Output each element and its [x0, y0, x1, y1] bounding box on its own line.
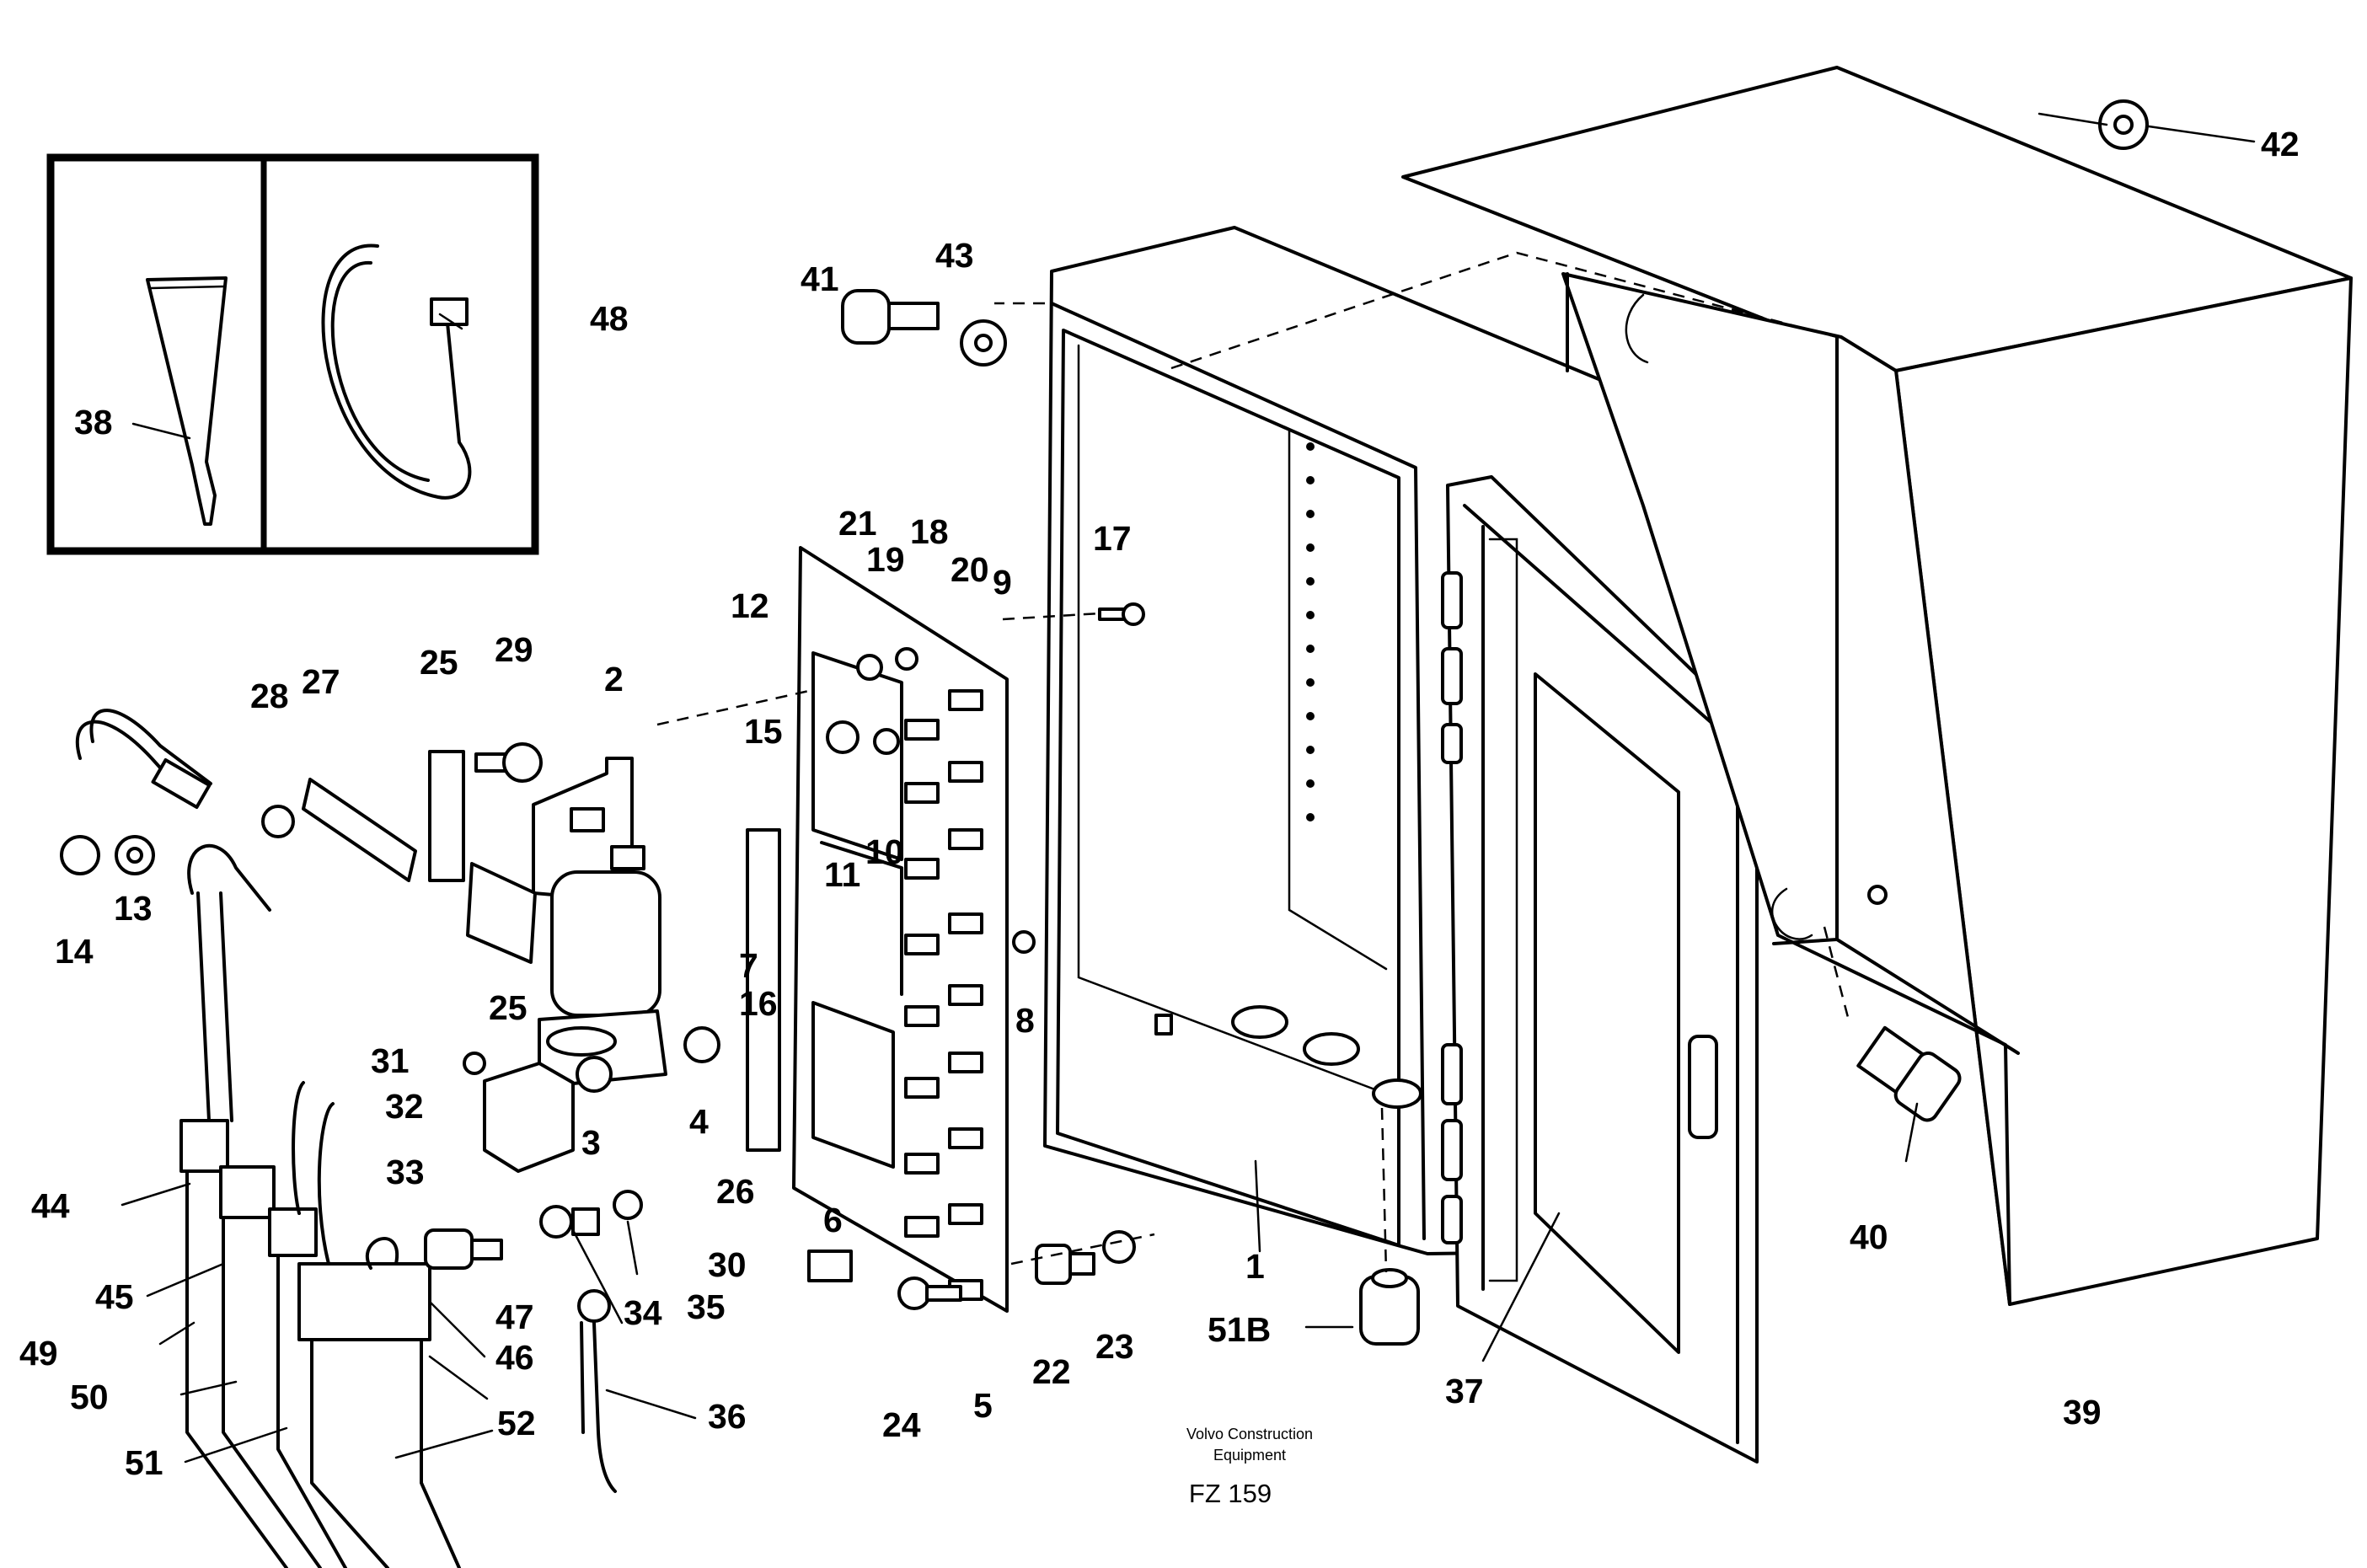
callout-29: 29	[495, 630, 533, 669]
callout-40: 40	[1850, 1217, 1888, 1256]
callout-23: 23	[1095, 1327, 1134, 1366]
callout-20: 20	[951, 550, 989, 589]
callout-42: 42	[2261, 125, 2300, 163]
callout-35: 35	[687, 1287, 726, 1326]
strap-25a	[428, 750, 465, 882]
callout-22: 22	[1032, 1352, 1071, 1391]
callout-6: 6	[823, 1201, 843, 1239]
cabinet-door	[1441, 475, 1759, 1464]
callout-24: 24	[882, 1405, 921, 1444]
callout-36: 36	[708, 1397, 747, 1436]
callout-26: 26	[716, 1172, 755, 1211]
callout-21: 21	[838, 504, 877, 543]
callout-10: 10	[865, 832, 904, 871]
callout-33: 33	[386, 1153, 425, 1191]
callout-37: 37	[1445, 1372, 1484, 1410]
callout-15: 15	[744, 712, 783, 751]
cabinet-cover	[1401, 66, 2353, 1306]
callout-labels: 1 2 3 4 5 6 7 8 9 10 11 12 13 14 15 16 1…	[19, 125, 2300, 1482]
callout-49: 49	[19, 1334, 58, 1373]
callout-43: 43	[935, 236, 974, 275]
terminal-studs	[904, 689, 983, 1301]
callout-18: 18	[910, 512, 949, 551]
callout-1: 1	[1245, 1247, 1265, 1286]
callout-32: 32	[385, 1087, 424, 1126]
inset-box	[46, 153, 539, 555]
callout-8: 8	[1015, 1001, 1035, 1040]
callout-27: 27	[302, 662, 340, 701]
cabinet-hole-row	[1306, 442, 1315, 821]
callout-19: 19	[866, 540, 905, 579]
credit-line-2: Equipment	[1213, 1447, 1286, 1464]
callout-48: 48	[590, 299, 629, 338]
callout-34: 34	[624, 1293, 662, 1332]
solenoid-assembly	[532, 757, 667, 1089]
callout-44: 44	[31, 1186, 70, 1225]
figure-code: FZ 159	[1189, 1479, 1272, 1508]
leader-lines	[120, 112, 2256, 1464]
strap-27	[302, 778, 417, 882]
callout-28: 28	[250, 677, 289, 715]
callout-46: 46	[495, 1338, 534, 1377]
callout-3: 3	[581, 1123, 601, 1162]
callout-50: 50	[70, 1378, 109, 1416]
callout-5: 5	[973, 1386, 993, 1425]
callout-25-top: 25	[420, 643, 458, 682]
fasteners	[60, 99, 2149, 1493]
callout-12: 12	[731, 586, 769, 625]
relay-panel	[792, 546, 1009, 1313]
callout-25-bottom: 25	[489, 988, 527, 1027]
callout-51b: 51B	[1208, 1310, 1271, 1349]
callout-9: 9	[993, 563, 1012, 602]
callout-30: 30	[708, 1245, 747, 1284]
callout-52: 52	[497, 1404, 536, 1442]
callout-2: 2	[604, 660, 624, 698]
callout-45: 45	[95, 1277, 134, 1316]
callout-41: 41	[801, 260, 839, 298]
callout-17: 17	[1093, 519, 1132, 558]
callout-7: 7	[739, 946, 758, 985]
callout-38: 38	[74, 403, 113, 442]
busbar-strip	[746, 828, 781, 1152]
credit-block: Volvo Construction Equipment FZ 159	[1186, 1426, 1313, 1508]
callout-13: 13	[114, 889, 153, 928]
callout-51: 51	[125, 1443, 163, 1482]
strap-25b	[466, 862, 537, 964]
callout-31: 31	[371, 1041, 410, 1080]
callout-11: 11	[824, 855, 860, 894]
callout-14: 14	[55, 932, 94, 971]
callout-16: 16	[739, 984, 778, 1023]
credit-line-1: Volvo Construction	[1186, 1426, 1313, 1442]
callout-47: 47	[495, 1298, 534, 1336]
callout-4: 4	[689, 1102, 709, 1141]
callout-39: 39	[2063, 1393, 2102, 1432]
cable-harness	[75, 709, 461, 1568]
